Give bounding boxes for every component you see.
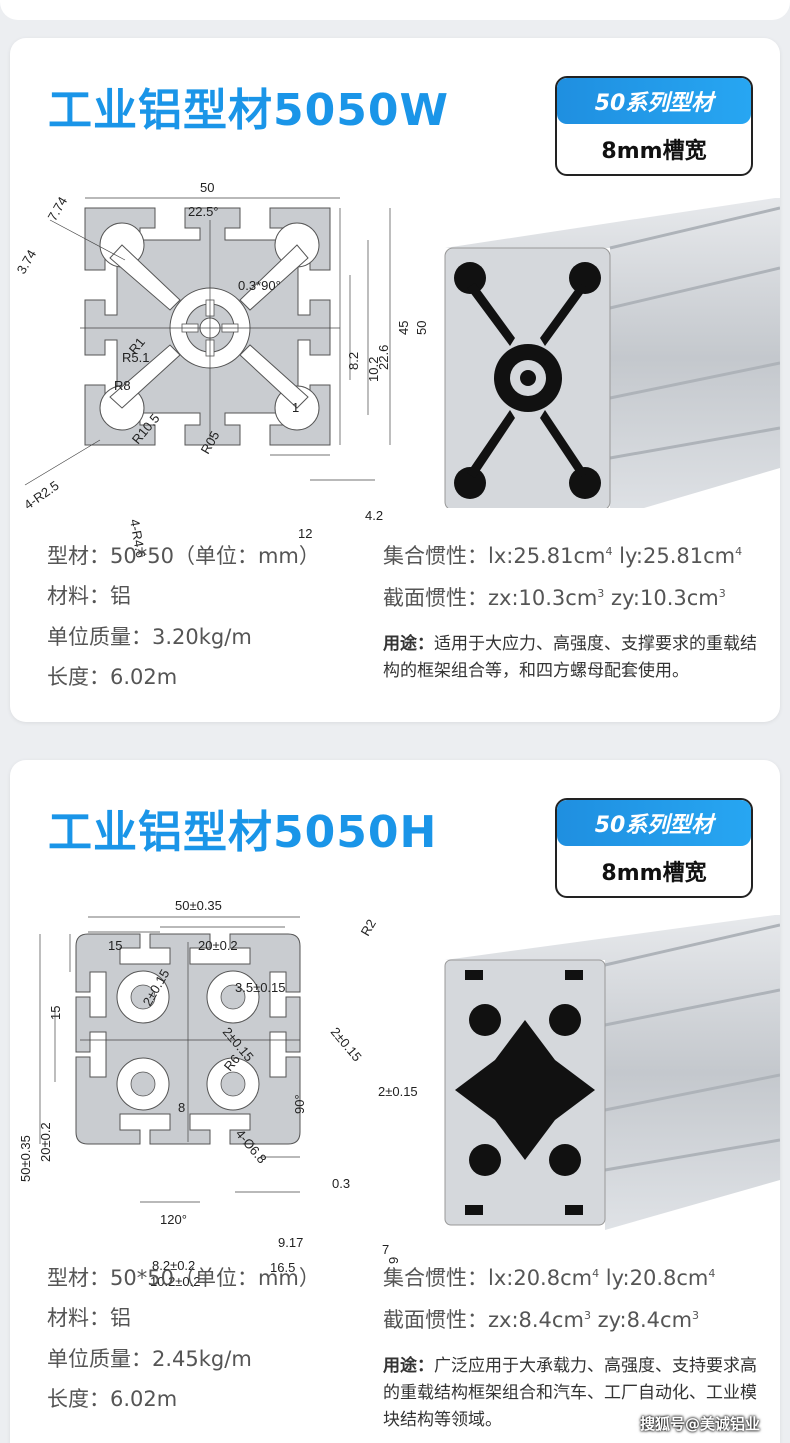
dim-label: 10.2 [366,357,381,382]
dim-label: 1 [292,400,299,415]
dim-label: 8.2 [346,352,361,370]
product-title: 工业铝型材5050H [48,807,438,858]
spec-inertia: 集合惯性：lx:20.8cm4 ly:20.8cm4 [383,1262,715,1292]
dim-label: 7 [382,1242,389,1257]
profile-drawing-5050w: 50 22.5° 7.74 3.74 0.3*90° R1 R5.1 R8 R1… [14,180,429,559]
dim-label: 20±0.2 [38,1122,53,1162]
dim-label: 2±0.15 [378,1084,418,1099]
usage-label: 用途： [383,1356,434,1376]
profile-drawing-5050h: 50±0.35 15 20±0.2 R2 2±0.15 3.5±0.15 2±0… [18,898,418,1289]
superscript: 4 [735,545,743,558]
dim-label: R2 [358,917,379,939]
dim-label: 4-R4.6 [127,518,149,559]
superscript: 3 [583,1309,591,1322]
spec-profile: 型材：50*50（单位：mm） [47,1266,320,1290]
dim-label: 8 [178,1100,185,1115]
dim-label: 90° [292,1094,307,1114]
product-card-5050w: 工业铝型材5050W 50系列型材 8mm槽宽 [10,38,780,722]
dim-label: 3.74 [14,247,40,276]
section-label: 截面惯性： [383,586,488,610]
dim-label: 0.3 [332,1176,350,1191]
dim-label: 15 [48,1006,63,1020]
superscript: 3 [718,587,726,600]
dim-label: 50 [414,321,429,335]
superscript: 3 [692,1309,700,1322]
top-strip [0,0,790,20]
dim-label: 22.5° [188,204,219,219]
inertia-label: 集合惯性： [383,544,488,568]
spec-material: 材料：铝 [47,584,131,608]
dim-label: 50 [200,180,214,195]
product-card-5050h: 工业铝型材5050H 50系列型材 8mm槽宽 [10,760,780,1443]
superscript: 4 [605,545,613,558]
spec-section: 截面惯性：zx:8.4cm3 zy:8.4cm3 [383,1304,699,1334]
dim-label: 15 [108,938,122,953]
slot-width-label: 8mm槽宽 [601,861,707,886]
spec-weight: 单位质量：3.20kg/m [47,625,252,649]
profile-photo-5050w [444,198,780,508]
dim-label: 9 [386,1257,401,1264]
usage-body: 适用于大应力、高强度、支撑要求的重载结构的框架组合等，和四方螺母配套使用。 [383,634,757,681]
series-badge: 50系列型材 8mm槽宽 [555,76,753,176]
dim-label: 20±0.2 [198,938,238,953]
dim-label: 12 [298,526,312,541]
dim-label: 8.2±0.2 [152,1258,195,1273]
dim-label: 50±0.35 [175,898,222,913]
inertia-y: ly:25.81cm [619,544,736,568]
slot-width-label: 8mm槽宽 [601,139,707,164]
dim-label: 4-R2.5 [21,478,62,513]
spec-length: 长度：6.02m [47,1387,178,1411]
usage-label: 用途： [383,634,434,654]
series-badge: 50系列型材 8mm槽宽 [555,798,753,898]
dim-label: 9.17 [278,1235,303,1250]
dim-label: 50±0.35 [18,1135,33,1182]
dim-label: 16.5 [270,1260,295,1275]
section-y: zy:10.3cm [610,586,719,610]
section-x: zx:10.3cm [488,586,598,610]
dim-label: 7.74 [45,194,71,223]
dim-label: R8 [114,378,131,393]
usage-text: 用途：适用于大应力、高强度、支撑要求的重载结构的框架组合等，和四方螺母配套使用。 [383,631,768,685]
dim-label: 10.2±0.2 [150,1274,201,1289]
section-y: zy:8.4cm [597,1308,693,1332]
dim-label: 2±0.15 [328,1024,365,1064]
dim-label: 3.5±0.15 [235,980,286,995]
inertia-label: 集合惯性： [383,1266,488,1290]
superscript: 3 [597,587,605,600]
dim-label: R5.1 [122,350,149,365]
profile-photo-5050h [444,915,780,1230]
product-title: 工业铝型材5050W [48,85,449,136]
inertia-x: lx:25.81cm [488,544,606,568]
spec-material: 材料：铝 [47,1306,131,1330]
spec-section: 截面惯性：zx:10.3cm3 zy:10.3cm3 [383,582,726,612]
spec-inertia: 集合惯性：lx:25.81cm4 ly:25.81cm4 [383,540,742,570]
superscript: 4 [592,1267,600,1280]
usage-text: 用途：广泛应用于大承载力、高强度、支持要求高的重载结构框架组合和汽车、工厂自动化… [383,1353,768,1434]
series-label: 50系列型材 [557,78,751,124]
dim-label: 4.2 [365,508,383,523]
inertia-y: ly:20.8cm [605,1266,709,1290]
section-x: zx:8.4cm [488,1308,584,1332]
section-label: 截面惯性： [383,1308,488,1332]
inertia-x: lx:20.8cm [488,1266,593,1290]
dim-label: 45 [396,321,411,335]
series-label: 50系列型材 [557,800,751,846]
watermark: 搜狐号@美诚铝业 [640,1415,761,1433]
dim-label: 120° [160,1212,187,1227]
dim-label: 22.6 [376,345,391,370]
superscript: 4 [708,1267,716,1280]
spec-weight: 单位质量：2.45kg/m [47,1347,252,1371]
dim-label: 0.3*90° [238,278,281,293]
spec-length: 长度：6.02m [47,665,178,689]
usage-body: 广泛应用于大承载力、高强度、支持要求高的重载结构框架组合和汽车、工厂自动化、工业… [383,1356,757,1430]
spec-profile: 型材：50*50（单位：mm） [47,544,320,568]
